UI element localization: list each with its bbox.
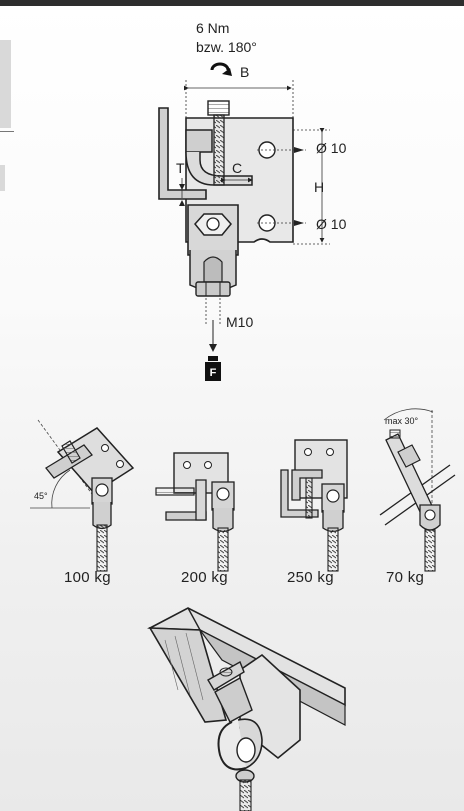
top-bar	[0, 0, 464, 6]
dimension-t-label: T	[176, 160, 185, 176]
rotation-arrow-icon	[210, 62, 232, 76]
thread-size-label: M10	[226, 314, 254, 330]
variant-1-load: 100 kg	[64, 569, 111, 586]
hole-top-label: Ø 10	[316, 140, 347, 156]
flange-section	[158, 107, 207, 200]
torque-value: 6 Nm	[196, 20, 230, 36]
variant-2-load: 200 kg	[181, 569, 228, 586]
variant-4-angle: max 30°	[385, 416, 419, 426]
hole-bottom-label: Ø 10	[316, 216, 347, 232]
load-symbol-text: F	[210, 367, 217, 379]
torque-alt: bzw. 180°	[196, 39, 257, 55]
variant-2-drawing	[155, 452, 235, 572]
side-strip-top	[0, 40, 11, 128]
divider-line	[0, 131, 14, 132]
variant-1-angle: 45°	[34, 491, 48, 501]
variant-4-drawing	[379, 408, 456, 572]
dimension-b-label: B	[240, 64, 250, 80]
variant-4-load: 70 kg	[386, 569, 425, 586]
weight-icon	[205, 356, 221, 381]
dimension-c-label: C	[232, 160, 243, 176]
variant-3-load: 250 kg	[287, 569, 334, 586]
perspective-illustration	[146, 607, 346, 811]
dimension-h-label: H	[314, 179, 325, 195]
side-strip-bottom	[0, 165, 5, 191]
variant-1-drawing	[30, 419, 135, 572]
dimension-b	[185, 80, 294, 120]
variant-3-drawing	[280, 439, 348, 572]
